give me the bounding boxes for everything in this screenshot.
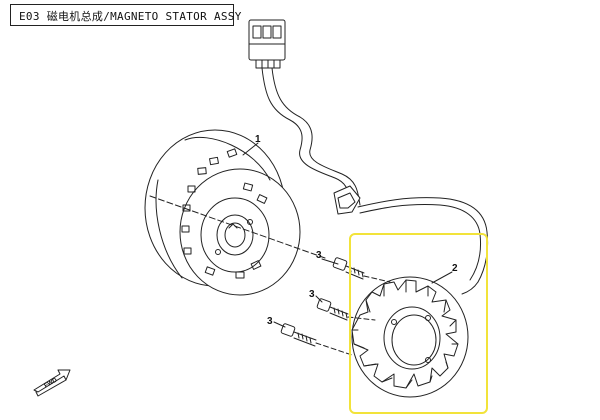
wire-harness: [261, 67, 489, 295]
diagram-title: E03 磁电机总成/MAGNETO STATOR ASSY: [19, 10, 242, 23]
flywheel-rotor: [144, 129, 301, 296]
callout-flywheel: 1: [255, 134, 261, 145]
leader-lines: [242, 142, 453, 356]
bolt-lower: [280, 323, 317, 347]
magneto-stator: [351, 276, 469, 398]
title-box: E03 磁电机总成/MAGNETO STATOR ASSY: [10, 4, 241, 26]
fwd-arrow-icon: [33, 369, 71, 397]
callout-bolt-upper: 3: [316, 250, 322, 261]
stator-highlight-box: [349, 233, 488, 414]
callout-bolt-lower: 3: [267, 316, 273, 327]
wire-connector: [248, 19, 286, 69]
callout-stator: 2: [452, 263, 458, 274]
callout-bolt-middle: 3: [309, 289, 315, 300]
bolt-middle: [316, 298, 349, 321]
